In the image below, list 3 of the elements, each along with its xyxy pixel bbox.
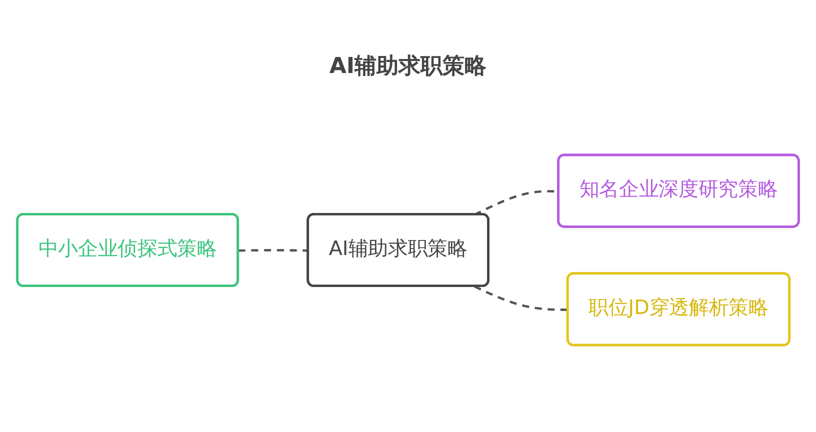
- connector: [238, 249, 308, 252]
- connector: [474, 285, 568, 311]
- diagram-title: AI辅助求职策略: [328, 53, 488, 81]
